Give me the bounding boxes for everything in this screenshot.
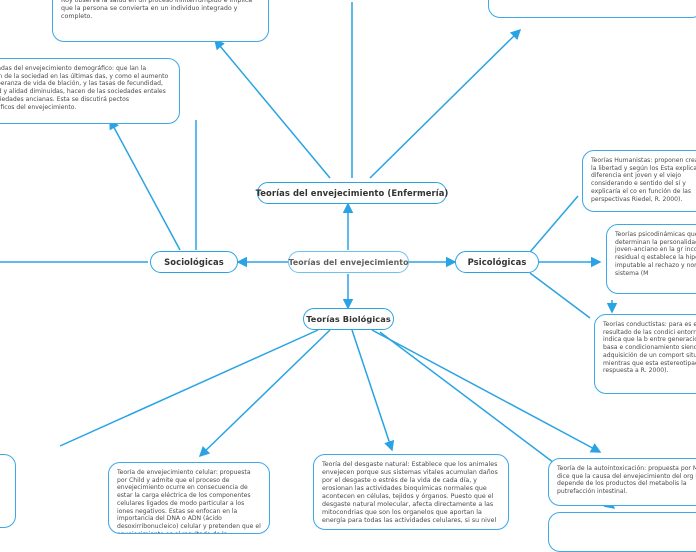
node-sociologicas[interactable]: Sociológicas [150,251,238,273]
node-enfermeria[interactable]: Teorías del envejecimiento (Enfermería) [255,182,449,204]
textbox-celular-text: Teoría de envejecimiento celular: propue… [117,469,261,533]
textbox-humanistas-text: Teorías Humanistas: proponen crea en la … [591,157,696,203]
textbox-roy-adaptacion[interactable]: adaptación, desarrollada por Callista Ro… [52,0,269,42]
link-enfermeria-roy [214,38,331,179]
bio-left-line-4: e la [0,493,7,504]
textbox-humanistas[interactable]: Teorías Humanistas: proponen crea en la … [582,150,696,212]
node-psicologicas-label: Psicológicas [467,257,527,267]
node-biologicas-label: Teorías Biológicas [306,314,391,324]
link-psico-humanistas [529,195,579,253]
bio-left-line-2: eda [0,472,7,483]
textbox-desgaste-text: Teoría del desgaste natural: Establece q… [322,461,498,524]
node-enfermeria-label: Teorías del envejecimiento (Enfermería) [255,188,449,198]
bio-left-line-3: sis [0,482,7,493]
textbox-demografico[interactable]: as derivadas del envejecimiento demográf… [0,58,180,124]
link-bio-desgaste [351,329,395,452]
link-bio-left [59,329,319,447]
textbox-autointoxicacion[interactable]: Teoría de la autointoxicación: propuesta… [548,458,696,506]
textbox-roy-text: adaptación, desarrollada por Callista Ro… [61,0,253,20]
textbox-conductistas[interactable]: Teorías conductistas: para es es el resu… [594,314,696,394]
textbox-holistico[interactable]: integral y el reconocimiento de la inter… [488,0,696,18]
textbox-psicodinamicas[interactable]: Teorías psicodinámicas que existen deter… [606,224,696,294]
link-bio-autointoxicacion [371,329,602,453]
textbox-bio-left-edge[interactable]: gico: El eda sis e la ficos e eces [0,454,16,528]
link-bio-celular [198,329,331,458]
textbox-psicodinamicas-text: Teorías psicodinámicas que existen deter… [615,231,696,277]
textbox-bottom-edge[interactable] [548,512,696,552]
textbox-desgaste-natural[interactable]: Teoría del desgaste natural: Establece q… [313,454,509,530]
link-psico-conductistas [529,272,591,319]
node-root[interactable]: Teorías del envejecimiento [288,251,409,273]
textbox-conductistas-text: Teorías conductistas: para es es el resu… [603,321,696,375]
bio-left-line-5: ficos e [0,504,7,515]
node-biologicas[interactable]: Teorías Biológicas [303,308,394,330]
textbox-envejecimiento-celular[interactable]: Teoría de envejecimiento celular: propue… [108,462,270,534]
node-psicologicas[interactable]: Psicológicas [455,251,539,273]
link-enfermeria-holistico [369,28,522,179]
textbox-demografico-text: as derivadas del envejecimiento demográf… [0,65,169,111]
bio-left-line-1: gico: El [0,461,7,472]
node-sociologicas-label: Sociológicas [164,257,224,267]
textbox-autointoxicacion-text: Teoría de la autointoxicación: propuesta… [557,465,696,496]
node-root-label: Teorías del envejecimiento [288,257,409,267]
link-sociologicas-demografico [109,118,181,251]
